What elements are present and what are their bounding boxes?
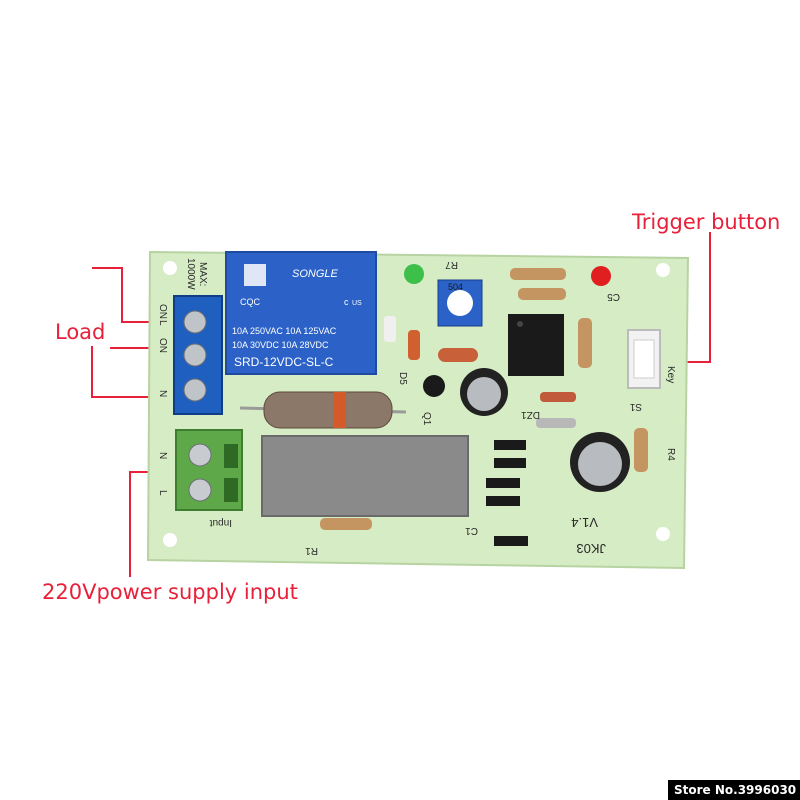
relay-model: SRD-12VDC-SL-C [234, 355, 334, 369]
status-leds [404, 264, 611, 286]
silk-input-l: L [157, 490, 168, 496]
relay-rating-2: 10A 30VDC 10A 28VDC [232, 340, 329, 350]
small-components [320, 268, 648, 546]
silk-r4: R4 [665, 448, 676, 461]
silk-input: Input [210, 517, 232, 528]
relay-cert-us: US [352, 300, 362, 307]
power-resistor [239, 391, 407, 429]
silk-q1: Q1 [421, 412, 432, 426]
relay: SONGLE CQC c US 10A 250VAC 10A 125VAC 10… [225, 251, 377, 375]
silk-load-on-2: ON [157, 338, 168, 353]
silk-load-on-1: ON [157, 304, 168, 319]
trigger-connector [627, 329, 661, 389]
silk-board-id: JK03 [576, 541, 606, 556]
silk-dz1: DZ1 [521, 409, 540, 420]
relay-rating-1: 10A 250VAC 10A 125VAC [232, 326, 337, 336]
pot-code: 504 [448, 282, 463, 292]
silk-d5: D5 [397, 372, 408, 385]
silk-version: V1.4 [571, 515, 598, 530]
silk-key: Key [665, 366, 676, 383]
trigger-button-annotation: Trigger button [632, 210, 781, 234]
ic-chip [508, 314, 564, 376]
relay-cert-c: c [344, 297, 349, 307]
silk-s1: S1 [629, 401, 642, 412]
silk-r1: R1 [305, 545, 318, 556]
silk-load-n: N [157, 390, 168, 397]
silk-input-n: N [157, 452, 168, 459]
potentiometer: 504 [437, 279, 483, 327]
silk-max-power: 1000W [185, 258, 196, 290]
x-capacitor [261, 435, 469, 517]
silk-max: MAX: [197, 262, 208, 286]
silk-c5: C5 [607, 291, 620, 302]
input-terminal-block [175, 429, 243, 511]
relay-brand: SONGLE [292, 268, 339, 280]
silk-r7: R7 [445, 259, 458, 270]
power-input-annotation: 220Vpower supply input [42, 580, 298, 604]
load-annotation: Load [55, 320, 106, 344]
silk-load-l: L [157, 320, 168, 326]
relay-cert: CQC [240, 297, 261, 307]
load-terminal-block [173, 295, 223, 415]
electrolytic-capacitors [460, 368, 630, 492]
store-tag: Store No.3996030 [668, 780, 800, 800]
silk-c1: C1 [465, 525, 478, 536]
